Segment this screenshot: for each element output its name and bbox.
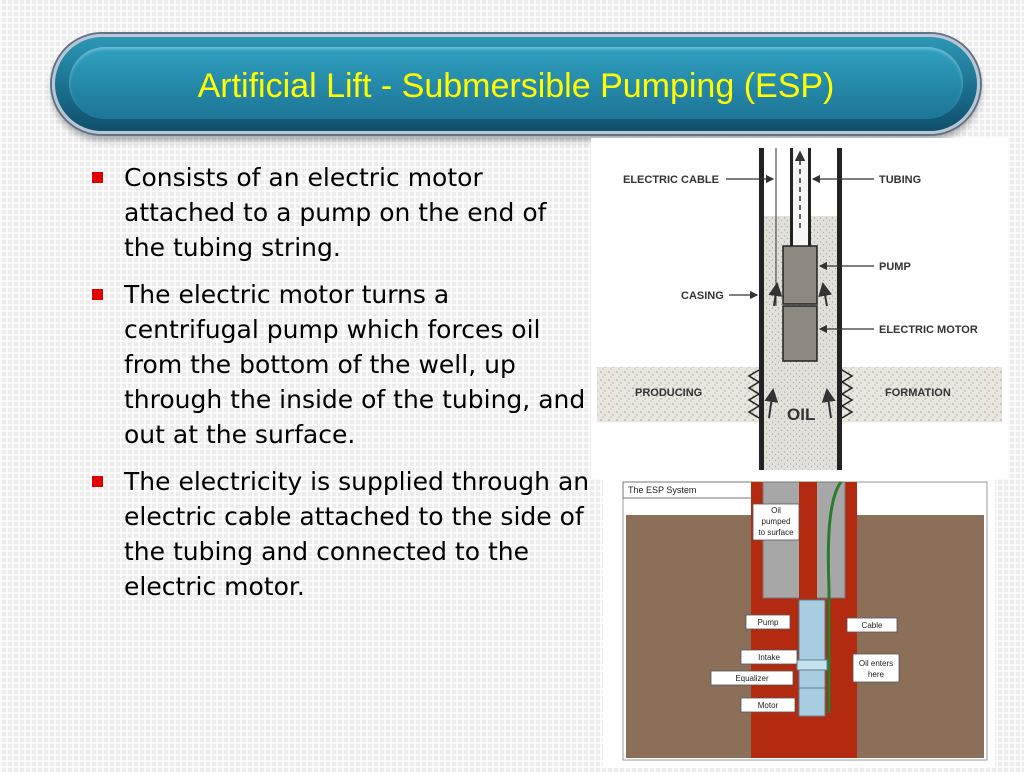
label-casing: CASING [681,290,724,302]
bullet-item: The electricity is supplied through an e… [90,464,590,604]
esp-system-svg: The ESP System Oil pumped to surface Pum… [622,481,988,761]
flow-arrow [818,282,833,307]
callout-oil-enters-line1: Oil enters [859,659,893,668]
callout-oil-pumped-line3: to surface [758,528,794,537]
esp-system-diagram: The ESP System Oil pumped to surface Pum… [603,478,995,768]
label-electric-motor: ELECTRIC MOTOR [879,324,978,336]
callout-box-oil-enters [852,653,900,683]
callout-box-oil-pumped [752,503,800,541]
label-oil: OIL [787,405,815,424]
callout-oil-enters-line2: here [868,670,885,679]
bullet-item: Consists of an electric motor attached t… [90,160,590,265]
casing-left-wall [759,148,764,470]
well-cross-section-svg: ELECTRIC CABLE TUBING PUMP CASING ELECTR… [597,148,1002,470]
well-cross-section-diagram: ELECTRIC CABLE TUBING PUMP CASING ELECTR… [591,138,1008,478]
flow-arrow [821,388,836,419]
label-electric-cable: ELECTRIC CABLE [623,174,719,186]
tubing-left-wall [790,148,793,248]
slide-title: Artificial Lift - Submersible Pumping (E… [197,67,835,105]
esp-title: The ESP System [628,485,696,495]
pump-body [782,245,818,305]
title-banner-inner [69,47,963,119]
power-cable [826,481,843,713]
bullet-square-icon [92,476,103,487]
callout-box-pump [745,614,791,630]
label-producing: PRODUCING [635,387,702,399]
callout-box-equalizer [710,670,794,686]
motor-section [798,687,826,717]
callout-equalizer: Equalizer [735,674,769,683]
callout-box-intake [740,649,798,665]
callout-pump: Pump [758,618,779,627]
title-banner: Artificial Lift - Submersible Pumping (E… [52,34,980,134]
casing-right-wall [837,148,842,470]
bullet-item: The electric motor turns a centrifugal p… [90,277,590,452]
bullet-text: Consists of an electric motor attached t… [124,163,547,262]
bullet-square-icon [92,172,103,183]
flow-arrow [764,388,779,419]
callout-box-motor [740,697,796,713]
label-pump: PUMP [879,261,911,273]
label-formation: FORMATION [885,387,951,399]
motor-body [782,305,818,362]
equalizer-section [798,669,826,689]
pump-assembly [798,599,826,661]
perforation-left [747,369,761,419]
intake-section [796,659,828,671]
bullet-square-icon [92,289,103,300]
flow-arrow [768,282,783,307]
bullet-text: The electric motor turns a centrifugal p… [124,280,586,449]
callout-cable: Cable [862,621,883,630]
callout-oil-pumped-line1: Oil [771,506,781,515]
callout-intake: Intake [758,653,780,662]
bullet-text: The electricity is supplied through an e… [124,467,590,601]
bullet-list: Consists of an electric motor attached t… [90,160,590,616]
perforation-right [840,369,854,419]
tubing [799,482,817,602]
callout-box-cable [846,617,898,633]
tubing-right-wall [808,148,811,248]
callout-motor: Motor [758,701,779,710]
label-tubing: TUBING [879,174,921,186]
callout-oil-pumped-line2: pumped [762,517,791,526]
